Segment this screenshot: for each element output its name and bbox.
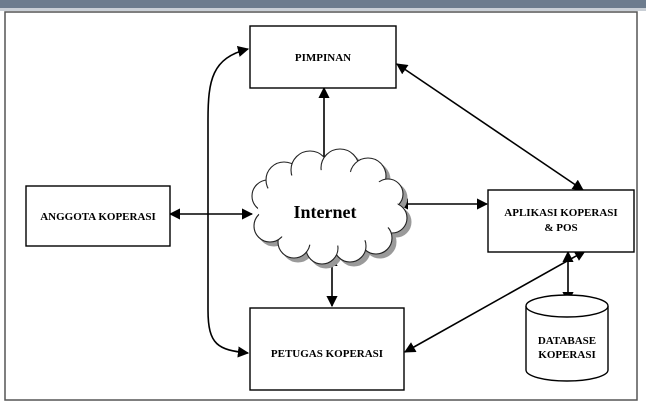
aplikasi-label-line2: & POS <box>544 222 577 234</box>
database-label-line2: KOPERASI <box>538 349 595 361</box>
internet-cloud: Internet <box>251 148 412 269</box>
node-database: DATABASE KOPERASI <box>525 294 609 382</box>
node-anggota: ANGGOTA KOPERASI <box>25 185 171 247</box>
aplikasi-label-line1: APLIKASI KOPERASI <box>504 207 617 219</box>
anggota-box <box>25 185 171 247</box>
node-pimpinan: PIMPINAN <box>249 25 397 89</box>
pimpinan-box <box>249 25 397 89</box>
cloud-fill <box>258 170 398 246</box>
anggota-label: ANGGOTA KOPERASI <box>40 211 156 223</box>
database-cylinder-body <box>525 306 609 382</box>
node-petugas: PETUGAS KOPERASI <box>249 307 405 391</box>
connector-petugas-aplikasi <box>404 250 586 353</box>
pimpinan-label: PIMPINAN <box>295 52 351 64</box>
database-label-line1: DATABASE <box>538 335 596 347</box>
aplikasi-box <box>487 189 635 253</box>
connector-pimpinan-petugas-curved <box>207 46 250 358</box>
connector-pimpinan-aplikasi <box>396 63 584 191</box>
petugas-label: PETUGAS KOPERASI <box>271 348 383 360</box>
database-cylinder-top <box>525 294 609 318</box>
node-aplikasi: APLIKASI KOPERASI & POS <box>487 189 635 253</box>
petugas-box <box>249 307 405 391</box>
diagram-border <box>4 11 638 401</box>
window-top-bar <box>0 0 646 8</box>
internet-label: Internet <box>294 202 357 222</box>
window-top-shade <box>0 8 646 11</box>
